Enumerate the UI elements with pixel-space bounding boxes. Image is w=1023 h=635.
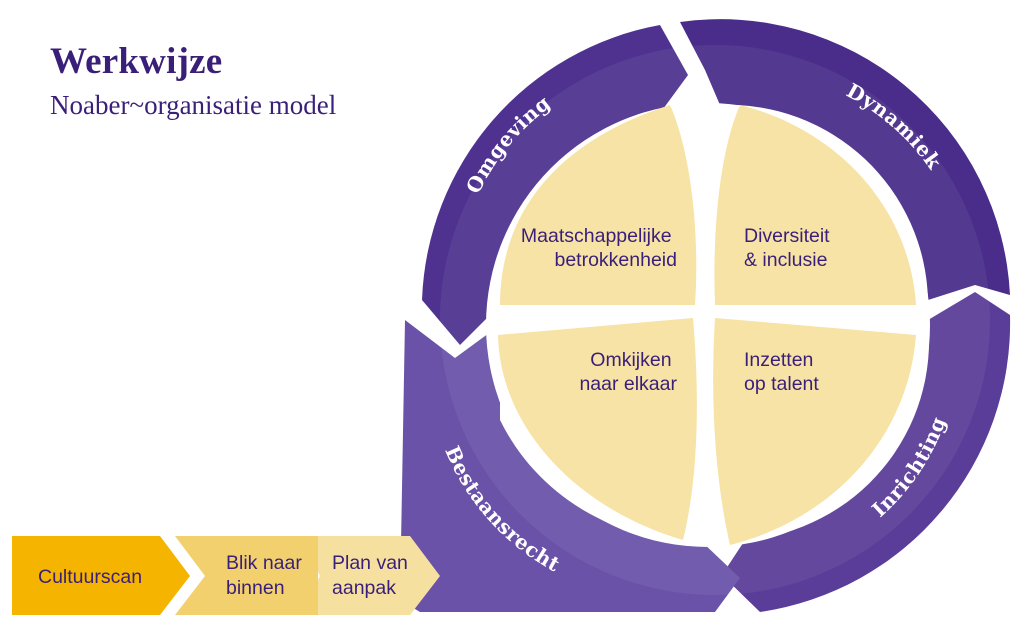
- step-label-plan-van-aanpak: Plan van aanpak: [332, 552, 413, 599]
- step-label-cultuurscan: Cultuurscan: [38, 566, 142, 588]
- quadrant-diversiteit-inclusie: [714, 105, 916, 305]
- step-label-blik-line2: binnen: [226, 577, 285, 599]
- quadrant-text-4-line1: Inzetten: [744, 349, 813, 371]
- quadrant-text-2-line2: & inclusie: [744, 249, 827, 271]
- quadrant-text-3-line2: naar elkaar: [579, 373, 677, 395]
- quadrant-inzetten-op-talent: [713, 318, 916, 545]
- page-subtitle: Noaber~organisatie model: [50, 90, 337, 120]
- quadrant-text-1-line2: betrokkenheid: [554, 249, 677, 271]
- step-arrows: [12, 536, 440, 615]
- ring-overlay: [440, 45, 990, 595]
- ring-segment-inrichting: [722, 292, 1011, 612]
- quadrant-text-1-line1: Maatschappelijke: [521, 225, 672, 247]
- quadrant-text-3: Omkijken naar elkaar: [579, 349, 677, 395]
- step-arrow-plan-van-aanpak: [300, 536, 440, 615]
- quadrant-text-1: Maatschappelijke betrokkenheid: [521, 225, 677, 271]
- quadrant-text-3-line1: Omkijken: [590, 349, 671, 371]
- quadrant-text-4-line2: op talent: [744, 373, 819, 395]
- quadrant-maatschappelijke-betrokkenheid: [500, 105, 697, 305]
- quadrant-text-4: Inzetten op talent: [744, 349, 819, 395]
- step-arrow-blik-naar-binnen: [175, 536, 318, 615]
- inner-disc: [486, 103, 930, 547]
- page-title: Werkwijze: [50, 41, 223, 82]
- quadrants: [498, 105, 916, 545]
- step-label-blik-naar-binnen: Blik naar binnen: [226, 552, 307, 599]
- step-label-plan-line2: aanpak: [332, 577, 396, 599]
- step-label-blik-line1: Blik naar: [226, 552, 302, 574]
- ring-segment-dynamiek: [680, 19, 1010, 300]
- step-label-cultuurscan-line1: Cultuurscan: [38, 566, 142, 588]
- quadrant-omkijken-naar-elkaar: [498, 318, 697, 540]
- step-arrow-cultuurscan: [12, 536, 190, 615]
- step-label-plan-line1: Plan van: [332, 552, 408, 574]
- quadrant-text-2: Diversiteit & inclusie: [744, 225, 835, 271]
- ring-segment-omgeving: [422, 25, 688, 345]
- quadrant-text-2-line1: Diversiteit: [744, 225, 830, 247]
